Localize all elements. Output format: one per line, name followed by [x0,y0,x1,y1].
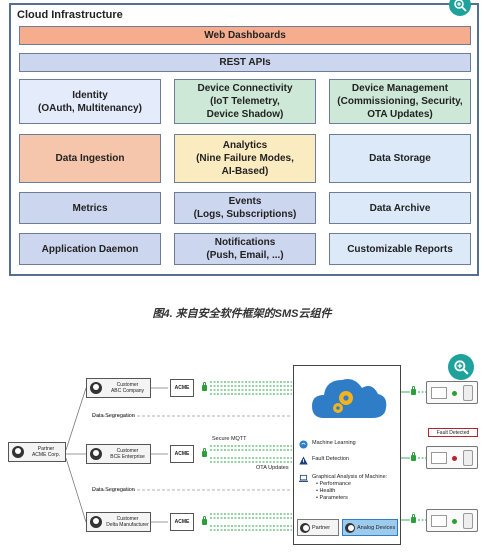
device-management-box: Device Management (Commissioning, Securi… [329,79,471,124]
sensor-device-faulted [426,446,478,469]
parameters-item: • Parameters [316,495,348,501]
customizable-reports-box: Customizable Reports [329,233,471,265]
acme-gateway: ACME [170,513,194,531]
web-dashboards-bar: Web Dashboards [19,26,471,45]
data-archive-box: Data Archive [329,192,471,224]
acme-gateway: ACME [170,379,194,397]
lock-icon [202,516,207,525]
customer-node-abc: Customer ABC Company [86,378,151,398]
fault-detected-tag: Fault Detected [428,428,478,437]
partner-label: Partner ACME Corp. [31,446,61,458]
analog-devices-tag: Analog Devices [342,519,398,536]
warning-icon [299,456,308,465]
events-box: Events (Logs, Subscriptions) [174,192,316,224]
customer-node-bce: Customer BCE Enterprise [86,444,151,464]
cloud-infrastructure-frame: Cloud Infrastructure Web Dashboards REST… [9,3,479,276]
machine-learning-label: Machine Learning [312,440,356,446]
figure-caption: 图4. 来自安全软件框架的SMS云组件 [152,308,332,320]
identity-box: Identity (OAuth, Multitenancy) [19,79,161,124]
notifications-box: Notifications (Push, Email, ...) [174,233,316,265]
laptop-icon [299,474,308,482]
user-icon [90,516,102,528]
application-daemon-box: Application Daemon [19,233,161,265]
cloud-infrastructure-title: Cloud Infrastructure [17,9,123,21]
analytics-box: Analytics (Nine Failure Modes, AI-Based) [174,134,316,183]
connection-lines [65,381,426,531]
ota-updates-label: OTA Updates [256,465,289,471]
partner-footer-tag: Partner [297,519,339,536]
partner-node: Partner ACME Corp. [8,442,66,462]
sensor-device [426,509,478,532]
cloud-icon [312,379,387,418]
secure-mqtt-label: Secure MQTT [212,436,247,442]
performance-item: • Performance [316,481,351,487]
user-icon [12,446,24,458]
partner-footer-label: Partner [312,524,331,531]
acme-gateway: ACME [170,445,194,463]
analog-devices-label: Analog Devices [357,524,396,531]
rest-apis-bar: REST APIs [19,53,471,72]
health-item: • Health [316,488,336,494]
zoom-in-icon[interactable] [449,0,471,16]
gear-icon [333,391,353,413]
customer-node-delta: Customer Delta Manufacturer [86,512,151,532]
customer-label: Customer ABC Company [110,382,145,394]
user-icon [90,382,102,394]
customer-label: Customer Delta Manufacturer [106,516,149,528]
sensor-device [426,381,478,404]
user-icon [345,522,355,533]
brain-icon [299,440,308,449]
metrics-box: Metrics [19,192,161,224]
lock-icon [411,386,416,395]
user-icon [90,448,102,460]
data-segregation-label: Data Segregation [92,413,135,419]
lock-icon [202,382,207,391]
data-segregation-label: Data Segregation [92,487,135,493]
zoom-in-icon[interactable] [448,354,474,380]
user-icon [300,522,310,533]
data-ingestion-box: Data Ingestion [19,134,161,183]
device-connectivity-box: Device Connectivity (IoT Telemetry, Devi… [174,79,316,124]
customer-label: Customer BCE Enterprise [110,448,145,460]
lock-icon [411,514,416,523]
lock-icon [411,452,416,461]
lock-icon [202,448,207,457]
fault-detection-label: Fault Detection [312,456,349,462]
graphical-analysis-label: Graphical Analysis of Machine: [312,474,388,480]
sms-server-panel: Machine Learning Fault Detection Graphic… [293,365,401,545]
data-storage-box: Data Storage [329,134,471,183]
